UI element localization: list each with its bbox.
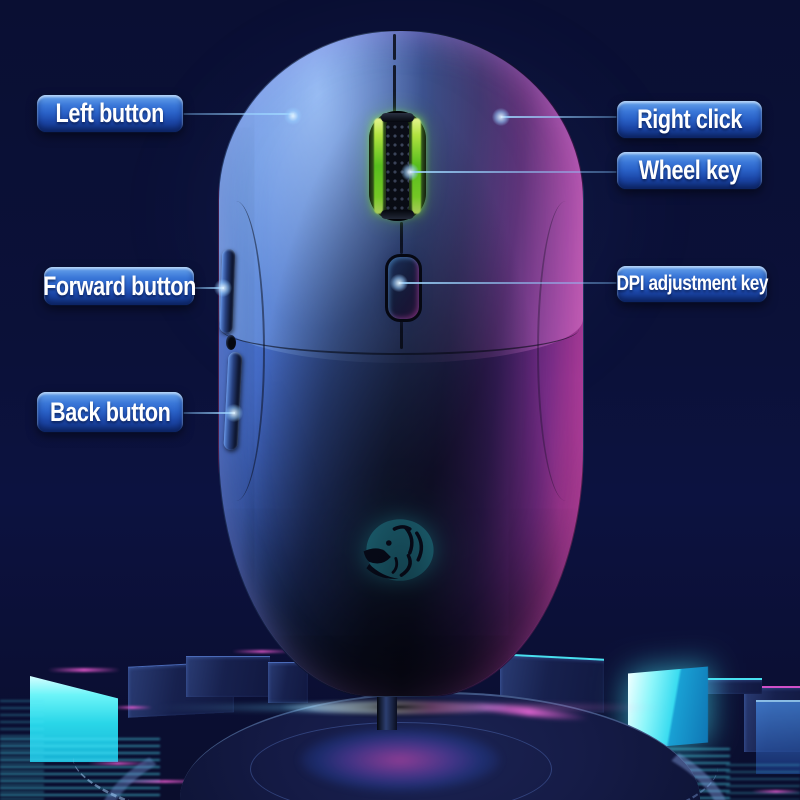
magenta-reflection	[88, 762, 148, 765]
glow-dot-right-click	[492, 108, 510, 126]
glass-block-right	[756, 700, 800, 774]
button-split-line	[393, 65, 396, 112]
floor-reflection	[726, 764, 800, 800]
background-block	[186, 656, 270, 697]
wheel-rgb-rail	[374, 118, 383, 214]
callout-left-button-label: Left button	[55, 98, 165, 128]
callout-forward-button-label: Forward button	[42, 270, 196, 301]
glow-dot-dpi-key	[390, 274, 408, 292]
callout-dpi-adjustment-key-label: DPI adjustment key	[616, 272, 768, 295]
glow-dot-back-button	[225, 404, 243, 422]
callout-forward-button: Forward button	[42, 267, 196, 305]
magenta-streak	[232, 650, 292, 653]
floor-reflection	[0, 700, 44, 800]
leader-line-right-click	[501, 116, 617, 118]
callout-wheel-key: Wheel key	[617, 152, 762, 189]
magenta-streak	[48, 668, 120, 672]
callout-back-button-label: Back button	[49, 396, 171, 427]
right-panel-seam	[537, 201, 583, 501]
wheel-dpi-seam	[400, 222, 403, 254]
dpi-plate-seam	[400, 317, 403, 349]
callout-wheel-key-label: Wheel key	[638, 155, 741, 185]
left-panel-seam	[219, 201, 265, 501]
callout-dpi-adjustment-key: DPI adjustment key	[616, 266, 768, 302]
wheel-cap	[381, 210, 414, 219]
callout-right-click-label: Right click	[637, 104, 742, 134]
mouse-shadow	[312, 694, 488, 720]
mouse-body	[218, 30, 584, 697]
platform-center-glow	[300, 728, 500, 792]
leader-line-back-button	[183, 412, 235, 414]
magenta-reflection	[752, 790, 800, 793]
leader-line-dpi-key	[399, 282, 617, 284]
leader-line-forward-button	[194, 287, 224, 289]
callout-left-button: Left button	[37, 95, 183, 132]
button-split-line	[393, 34, 396, 60]
magenta-streak	[112, 706, 152, 709]
glow-dot-wheel-key	[401, 163, 419, 181]
wheel-cap	[381, 113, 414, 122]
leader-line-wheel-key	[410, 171, 617, 173]
side-button-gap	[226, 335, 236, 350]
callout-back-button: Back button	[37, 392, 183, 432]
mouse-button-plate	[219, 31, 583, 363]
leader-line-left-button	[183, 113, 294, 115]
lion-emblem-icon	[358, 515, 442, 585]
background-panel	[704, 678, 762, 694]
mouse-stand-stem	[377, 686, 397, 730]
glow-dot-forward-button	[214, 279, 232, 297]
button-plate-seam	[221, 303, 579, 355]
glow-dot-left-button	[284, 107, 302, 125]
callout-right-click: Right click	[617, 101, 762, 138]
